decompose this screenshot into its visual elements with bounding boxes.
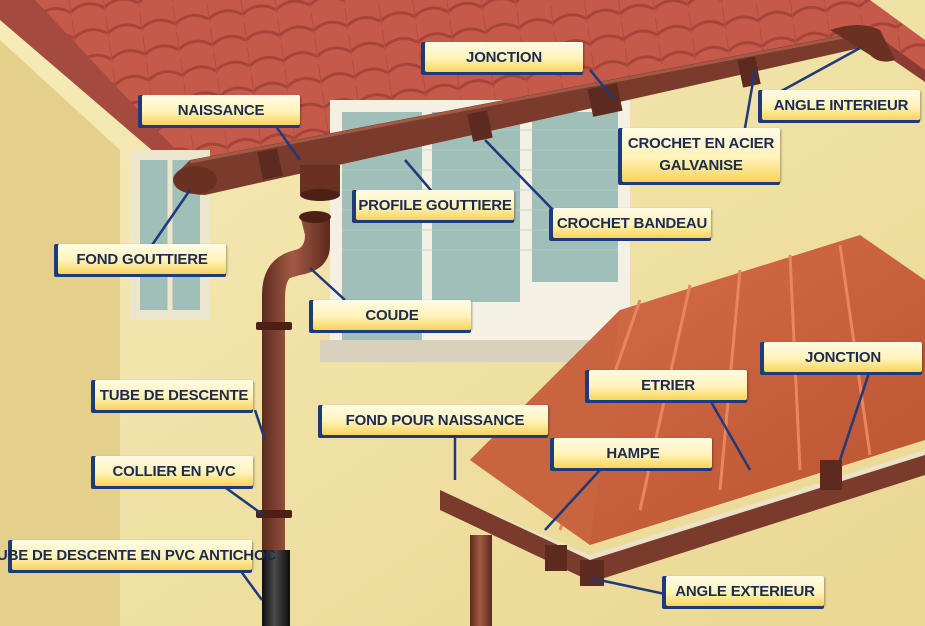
lower-downpipe [470, 535, 492, 626]
label-collier-pvc: COLLIER EN PVC [95, 456, 253, 486]
label-naissance: NAISSANCE [142, 95, 300, 125]
label-crochet-bandeau: CROCHET BANDEAU [553, 208, 711, 238]
label-coude: COUDE [313, 300, 471, 330]
roof-edge [0, 0, 190, 170]
label-jonction-right: JONCTION [764, 342, 922, 372]
gutter-end-cap [173, 166, 217, 194]
label-crochet-acier-line1: CROCHET EN ACIER [627, 135, 775, 152]
label-profile-gouttiere: PROFILE GOUTTIERE [356, 190, 514, 220]
label-fond-pour-naissance: FOND POUR NAISSANCE [322, 405, 548, 435]
side-wall [0, 40, 120, 626]
label-tube-pvc-antichoc: TUBE DE DESCENTE EN PVC ANTICHOC [0, 540, 276, 570]
main-gutter [175, 30, 880, 195]
downpipe [262, 215, 330, 560]
label-angle-interieur: ANGLE INTERIEUR [762, 90, 920, 120]
inner-corner [830, 25, 895, 62]
label-jonction-top: JONCTION [425, 42, 583, 72]
label-angle-exterieur: ANGLE EXTERIEUR [666, 576, 824, 606]
label-tube-de-descente: TUBE DE DESCENTE [95, 380, 253, 410]
window-pane-3 [532, 112, 618, 282]
label-hampe: HAMPE [554, 438, 712, 468]
label-fond-gouttiere: FOND GOUTTIERE [58, 244, 226, 274]
label-crochet-acier-line2: GALVANISE [659, 157, 743, 174]
label-etrier: ETRIER [589, 370, 747, 400]
pvc-antishock-pipe [262, 550, 290, 626]
window-sill [320, 340, 640, 362]
label-crochet-acier: CROCHET EN ACIER GALVANISE [622, 128, 780, 182]
leader-lines [148, 46, 872, 601]
